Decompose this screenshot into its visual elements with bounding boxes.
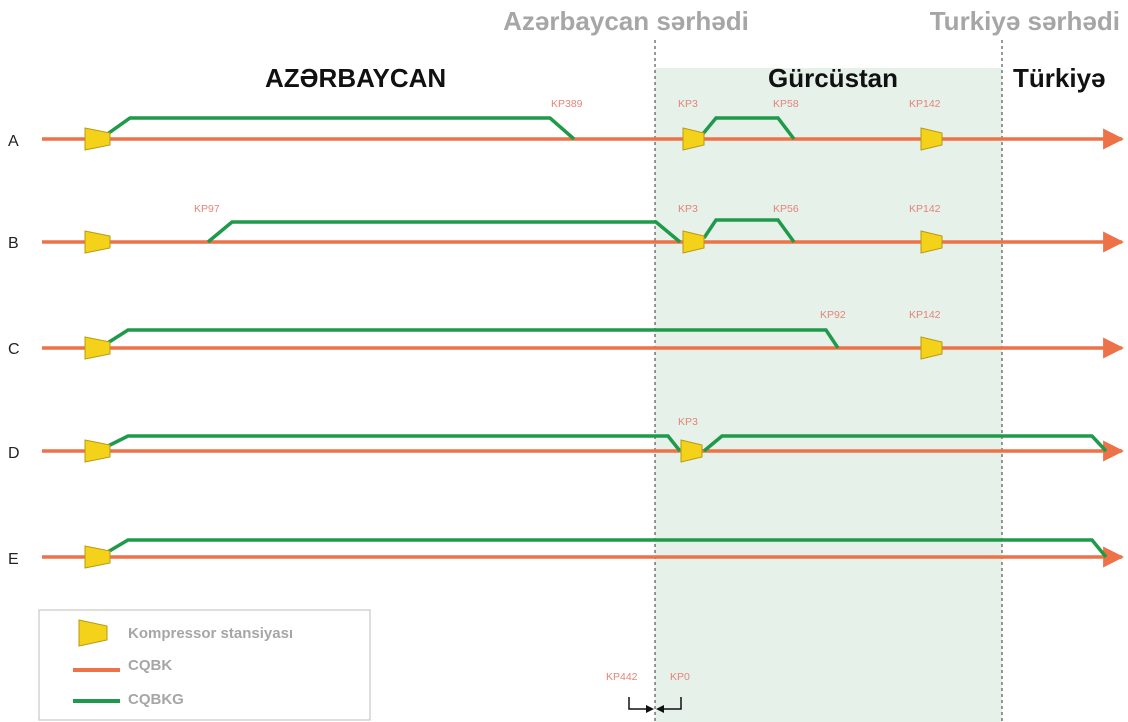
legend-compressor-label: Kompressor stansiyası bbox=[128, 625, 293, 642]
legend-compressor-icon bbox=[78, 619, 108, 647]
kp-label-a-kp3: KP3 bbox=[678, 98, 698, 110]
legend-cqbkg-label: CQBKG bbox=[128, 691, 184, 708]
row-label-c: C bbox=[8, 341, 20, 358]
compressor-a-kp3 bbox=[682, 127, 705, 151]
row-label-b: B bbox=[8, 235, 19, 252]
cqbkg-line-d-2 bbox=[702, 434, 1108, 453]
kp-label-a-kp142: KP142 bbox=[909, 98, 941, 110]
cqbkg-line-b-2 bbox=[702, 218, 796, 244]
georgia-region-title: Gürcüstan bbox=[768, 63, 898, 93]
kp-label-b-kp97: KP97 bbox=[194, 203, 220, 215]
compressor-b-kp3 bbox=[682, 230, 705, 254]
kp-label-a-kp58: KP58 bbox=[773, 98, 799, 110]
compressor-b-start bbox=[84, 230, 111, 254]
cqbkg-line-c bbox=[105, 328, 840, 349]
kp-label-c-kp142: KP142 bbox=[909, 309, 941, 321]
kp-label-kp442: KP442 bbox=[606, 671, 638, 683]
azerbaijan-region-title: AZƏRBAYCAN bbox=[265, 63, 446, 93]
kp-label-a-kp389: KP389 bbox=[551, 98, 583, 110]
turkey-border-title: Turkiyə sərhədi bbox=[930, 6, 1120, 36]
kp-label-c-kp92: KP92 bbox=[820, 309, 846, 321]
azerbaijan-border-title: Azərbaycan sərhədi bbox=[503, 6, 749, 36]
cqbkg-line-d-1 bbox=[105, 434, 682, 453]
legend-cqbk-label: CQBK bbox=[128, 657, 172, 674]
turkey-region-title: Türkiyə bbox=[1013, 63, 1106, 93]
cqbkg-line-e bbox=[105, 538, 1108, 559]
compressor-a-start bbox=[84, 127, 111, 151]
compressor-c-start bbox=[84, 336, 111, 360]
compressor-a-kp142 bbox=[920, 127, 943, 151]
compressor-b-kp142 bbox=[920, 230, 943, 254]
row-label-e: E bbox=[8, 551, 19, 568]
kp-label-b-kp56: KP56 bbox=[773, 203, 799, 215]
compressor-d-start bbox=[84, 439, 111, 463]
georgia-region bbox=[655, 68, 1002, 722]
row-label-a: A bbox=[8, 133, 19, 150]
cqbkg-line-a-1 bbox=[104, 116, 576, 141]
compressor-c-kp142 bbox=[920, 336, 943, 360]
cqbkg-line-b-1 bbox=[206, 220, 682, 244]
row-label-d: D bbox=[8, 445, 20, 462]
compressor-e-start bbox=[84, 545, 111, 569]
border-kp-arrowheads bbox=[646, 705, 664, 713]
kp-label-b-kp3: KP3 bbox=[678, 203, 698, 215]
kp-label-kp0: KP0 bbox=[670, 671, 690, 683]
cqbkg-line-a-2 bbox=[700, 116, 796, 141]
compressor-d-kp3 bbox=[680, 439, 703, 463]
border-kp-brackets bbox=[628, 697, 682, 710]
kp-label-b-kp142: KP142 bbox=[909, 203, 941, 215]
kp-label-d-kp3: KP3 bbox=[678, 416, 698, 428]
